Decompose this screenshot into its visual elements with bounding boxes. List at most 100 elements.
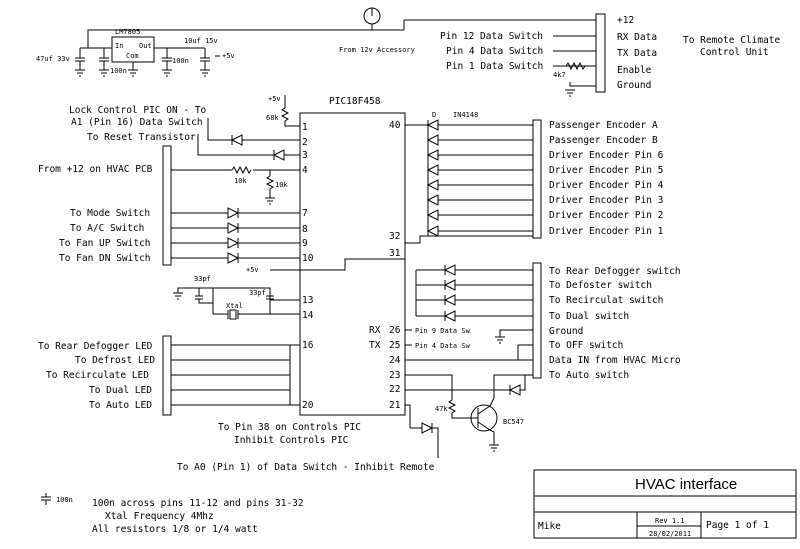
bc547-label: BC547: [503, 418, 524, 426]
pin-2: 2: [302, 137, 308, 148]
sw-label-8: To Auto switch: [549, 370, 629, 381]
conn-pin-2: RX Data: [617, 32, 657, 43]
enc-label-2: Passenger Encoder B: [549, 135, 658, 146]
sw-label-1: To Rear Defogger switch: [549, 266, 681, 277]
r47k-label: 47k: [435, 405, 448, 413]
pin-4: 4: [302, 165, 308, 176]
c-mid-label: 100n: [110, 67, 127, 75]
title-author: Mike: [538, 521, 561, 532]
enc-label-1: Passenger Encoder A: [549, 120, 658, 131]
lock-label-2: A1 (Pin 16) Data Switch: [71, 117, 203, 128]
pin-7: 7: [302, 208, 308, 219]
conn-pin-4: Enable: [617, 65, 652, 76]
enc-label-6: Driver Encoder Pin 3: [549, 195, 663, 206]
conn-pin-3: TX Data: [617, 48, 657, 59]
enc-label-7: Driver Encoder Pin 2: [549, 210, 663, 221]
remote-connector: +12 RX Data TX Data Enable Ground Pin 12…: [440, 13, 781, 97]
pin-32: 32: [389, 231, 400, 242]
pin-14: 14: [302, 310, 314, 321]
cap-100n-label: 100n: [56, 496, 73, 504]
sw-label-6: To OFF switch: [549, 340, 623, 351]
enable-resistor-label: 4k7: [553, 71, 566, 79]
sw-label-7: Data IN from HVAC Micro: [549, 355, 681, 366]
pic-name: PIC18F458: [329, 96, 381, 107]
pic-plus5-label: +5v: [268, 95, 281, 103]
pin-40: 40: [389, 120, 401, 131]
pin-25: 25: [389, 340, 400, 351]
led-label-1: To Rear Defogger LED: [38, 341, 153, 352]
enc-label-5: Driver Encoder Pin 4: [549, 180, 664, 191]
led-label-5: To Auto LED: [89, 400, 152, 411]
pin-1: 1: [302, 122, 308, 133]
note-3: All resistors 1/8 or 1/4 watt: [92, 524, 258, 535]
xtal-label: Xtal: [226, 302, 243, 310]
pin-8: 8: [302, 224, 308, 235]
c-in-label: 47uf 33v: [36, 55, 70, 63]
hvac12-label: From +12 on HVAC PCB: [38, 164, 153, 175]
pin-10: 10: [302, 253, 314, 264]
pin-21: 21: [389, 400, 401, 411]
pin-9: 9: [302, 238, 308, 249]
title-block: HVAC interface Mike Rev 1.1 28/02/2011 P…: [533, 469, 797, 539]
pin-13: 13: [302, 295, 313, 306]
switch-connections: +5v To Rear Defogger switch To Defoster …: [246, 235, 681, 452]
sw-label-4: To Dual switch: [549, 311, 629, 322]
pic-r68k-label: 68k: [266, 114, 279, 122]
sw-label-2: To Defoster switch: [549, 280, 652, 291]
note-1: 100n across pins 11-12 and pins 31-32: [92, 498, 304, 509]
sw-label-5: Ground: [549, 326, 583, 337]
pin-20: 20: [302, 400, 314, 411]
pin-16: 16: [302, 340, 314, 351]
led-label-3: To Recirculate LED: [46, 370, 149, 381]
osc-plus5-label: +5v: [246, 266, 259, 274]
enc-label-4: Driver Encoder Pin 5: [549, 165, 663, 176]
regulator-name: LM7805: [115, 28, 140, 36]
title-text: HVAC interface: [635, 476, 737, 493]
remote-title-1: To Remote Climate: [683, 35, 781, 46]
pin-26-func: RX: [369, 325, 381, 336]
fandn-switch-label: To Fan DN Switch: [59, 253, 151, 264]
vout-label: +5v: [222, 52, 235, 60]
pin-26: 26: [389, 325, 401, 336]
osc-c1-label: 33pf: [194, 275, 211, 283]
conn-pin-5: Ground: [617, 80, 651, 91]
regulator-com-label: Com: [126, 52, 139, 60]
mode-switch-label: To Mode Switch: [70, 208, 150, 219]
enc-label-3: Driver Encoder Pin 6: [549, 150, 664, 161]
pic-chip: PIC18F458 +5v 68k 1 2 3 4 7 8 9 10 13 14…: [266, 95, 406, 416]
pin-3: 3: [302, 150, 308, 161]
conn-pin-1: +12: [617, 15, 634, 26]
enc-label-8: Driver Encoder Pin 1: [549, 226, 664, 237]
fanup-switch-label: To Fan UP Switch: [59, 238, 151, 249]
bottom-connections: To Pin 38 on Controls PIC Inhibit Contro…: [41, 404, 439, 535]
pin-22: 22: [389, 384, 400, 395]
pin-31: 31: [389, 248, 401, 259]
diode-type-label: IN4148: [453, 111, 478, 119]
osc-c2-label: 33pf: [249, 289, 266, 297]
c-out-label: 10uf 15v: [184, 37, 218, 45]
conn-left-2: Pin 4 Data Switch: [446, 46, 543, 57]
r10k-b-label: 10k: [275, 181, 288, 189]
lock-label-1: Lock Control PIC ON - To: [69, 105, 207, 116]
sw-label-3: To Recirculat switch: [549, 295, 663, 306]
diode-d-label: D: [432, 111, 436, 119]
regulator-out-label: Out: [139, 42, 152, 50]
pin-24: 24: [389, 355, 401, 366]
accessory-input: From 12v Accessory: [339, 7, 596, 54]
a0-label: To A0 (Pin 1) of Data Switch - Inhibit R…: [177, 462, 435, 473]
title-page: Page 1 of 1: [706, 520, 769, 531]
led-label-4: To Dual LED: [89, 385, 152, 396]
regulator-in-label: In: [115, 42, 123, 50]
note-2: Xtal Frequency 4Mhz: [105, 511, 214, 522]
left-connections: Lock Control PIC ON - To A1 (Pin 16) Dat…: [38, 105, 300, 416]
remote-title-2: Control Unit: [700, 47, 769, 58]
conn-left-3: Pin 1 Data Switch: [446, 61, 543, 72]
title-date: 28/02/2011: [649, 530, 691, 538]
r10k-a-label: 10k: [234, 177, 247, 185]
c-out2-label: 100n: [172, 57, 189, 65]
led-label-2: To Defrost LED: [75, 355, 155, 366]
pin9-ds-label: Pin 9 Data Sw: [415, 327, 471, 335]
title-rev: Rev 1.1: [655, 517, 685, 525]
pin-23: 23: [389, 370, 400, 381]
